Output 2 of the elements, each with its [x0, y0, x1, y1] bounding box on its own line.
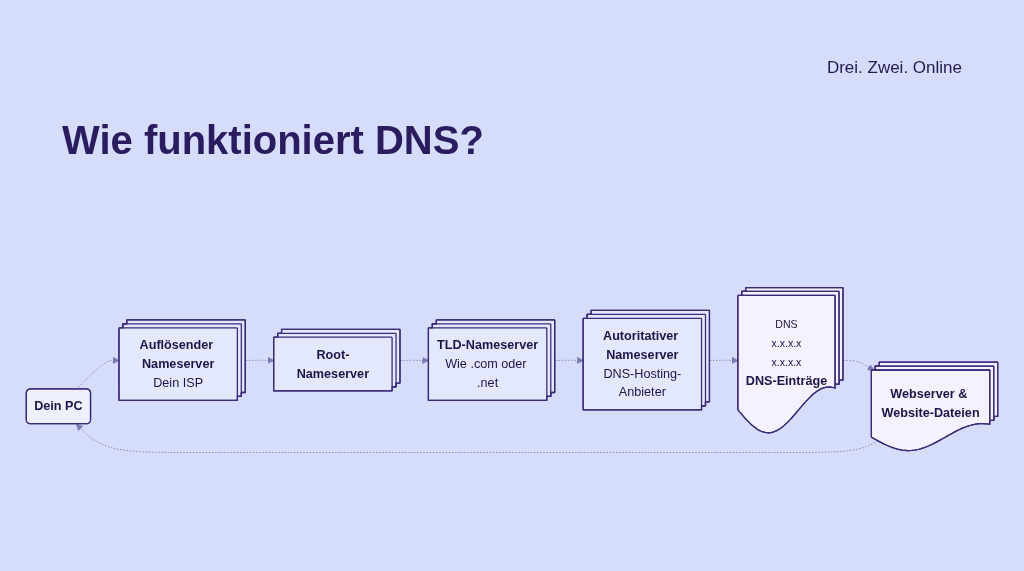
tagline-text: Drei. Zwei. Online [826, 58, 962, 78]
title: Wie funktioniert DNS? [62, 118, 484, 163]
